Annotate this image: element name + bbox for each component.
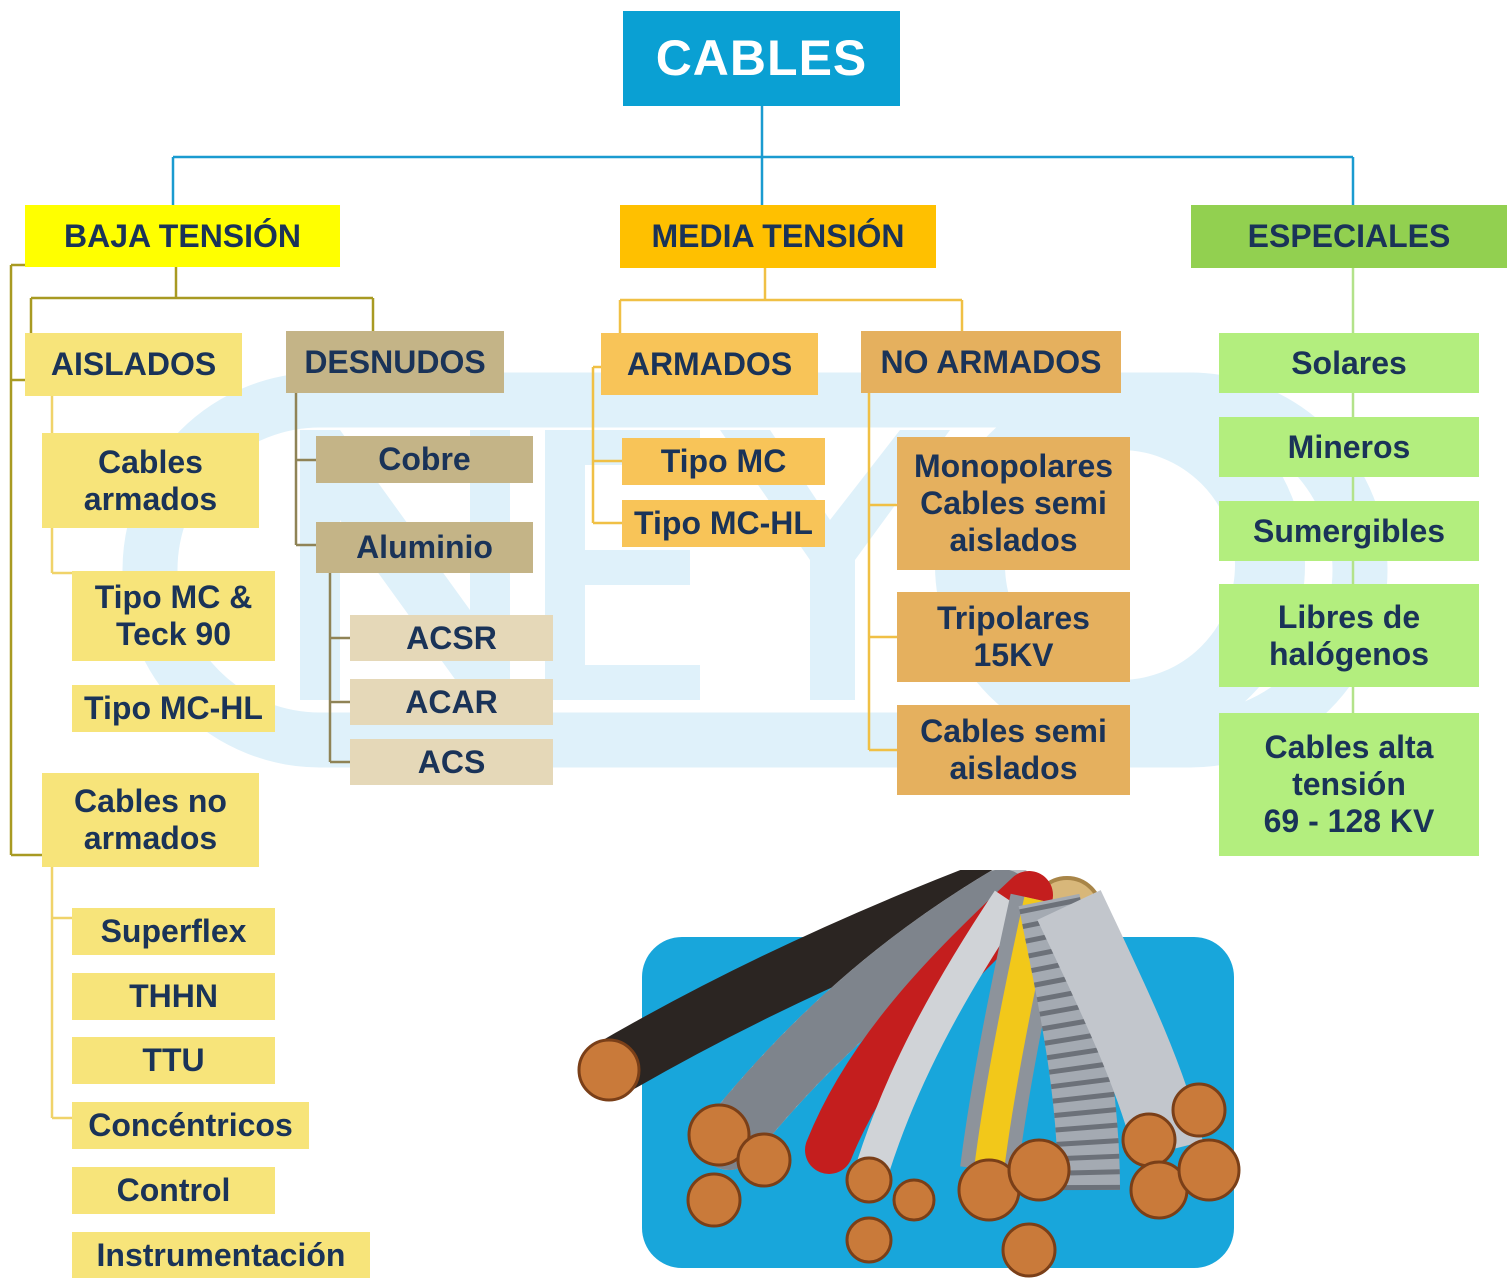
especiales-item-label: Cables alta tensión 69 - 128 KV — [1263, 729, 1435, 839]
cables-armados-label: Cables armados — [83, 443, 218, 517]
media-armados-label: ARMADOS — [626, 345, 793, 382]
no-armados-item: Instrumentación — [72, 1232, 370, 1278]
no-armados-item-label: TTU — [142, 1042, 205, 1079]
aluminio-node: Aluminio — [316, 522, 533, 573]
especiales-item-label: Libres de halógenos — [1268, 598, 1429, 672]
armados-item-label: Tipo MC-HL — [84, 690, 263, 727]
no-armados-item: Superflex — [72, 908, 275, 955]
media-no-armados-item: Monopolares Cables semi aislados — [897, 437, 1130, 570]
especiales-item-label: Solares — [1291, 344, 1407, 381]
cable-bundle-illustration — [577, 870, 1241, 1278]
no-armados-item: Control — [72, 1167, 275, 1214]
no-armados-item-label: Superflex — [100, 913, 247, 950]
cables-no-armados-label: Cables no armados — [74, 783, 227, 856]
media-tension-header: MEDIA TENSIÓN — [620, 205, 936, 268]
cobre-label: Cobre — [378, 441, 471, 478]
aluminio-item-label: ACS — [417, 743, 486, 780]
media-armados-item: Tipo MC-HL — [622, 500, 825, 547]
media-no-armados-item-label: Monopolares Cables semi aislados — [913, 448, 1114, 558]
no-armados-item-label: Instrumentación — [96, 1236, 346, 1273]
media-no-armados-node: NO ARMADOS — [861, 331, 1121, 393]
title-text: CABLES — [655, 29, 868, 86]
media-no-armados-item-label: Tripolares 15KV — [937, 600, 1090, 673]
especiales-item: Libres de halógenos — [1219, 584, 1479, 687]
aluminio-item: ACS — [350, 739, 553, 785]
baja-tension-label: BAJA TENSIÓN — [63, 217, 302, 254]
especiales-item: Cables alta tensión 69 - 128 KV — [1219, 713, 1479, 856]
cables-no-armados-node: Cables no armados — [42, 773, 259, 867]
especiales-item-label: Mineros — [1287, 428, 1411, 465]
especiales-item: Solares — [1219, 333, 1479, 393]
aluminio-item: ACAR — [350, 679, 553, 725]
media-armados-item-label: Tipo MC — [660, 443, 787, 480]
especiales-item-label: Sumergibles — [1252, 512, 1446, 549]
aluminio-label: Aluminio — [356, 529, 493, 566]
especiales-label: ESPECIALES — [1247, 218, 1451, 255]
armados-item: Tipo MC-HL — [72, 685, 275, 732]
aislados-label: AISLADOS — [50, 346, 217, 383]
media-no-armados-item: Cables semi aislados — [897, 705, 1130, 795]
desnudos-node: DESNUDOS — [286, 331, 504, 393]
baja-tension-header: BAJA TENSIÓN — [25, 205, 340, 267]
armados-item-label: Tipo MC & Teck 90 — [94, 579, 253, 652]
especiales-item: Mineros — [1219, 417, 1479, 477]
no-armados-item-label: Concéntricos — [88, 1107, 293, 1144]
title-box: CABLES — [623, 11, 900, 106]
no-armados-item: Concéntricos — [72, 1102, 309, 1149]
cobre-node: Cobre — [316, 436, 533, 483]
no-armados-item: THHN — [72, 973, 275, 1020]
aislados-node: AISLADOS — [25, 333, 242, 396]
aluminio-item-label: ACSR — [406, 619, 497, 656]
no-armados-item-label: Control — [116, 1172, 231, 1209]
media-tension-label: MEDIA TENSIÓN — [651, 218, 905, 255]
media-armados-item: Tipo MC — [622, 438, 825, 485]
media-armados-node: ARMADOS — [601, 333, 818, 395]
aluminio-item-label: ACAR — [405, 683, 498, 720]
media-no-armados-label: NO ARMADOS — [880, 343, 1102, 380]
media-no-armados-item: Tripolares 15KV — [897, 592, 1130, 682]
especiales-header: ESPECIALES — [1191, 205, 1507, 268]
media-armados-item-label: Tipo MC-HL — [634, 505, 813, 542]
aluminio-item: ACSR — [350, 615, 553, 661]
desnudos-label: DESNUDOS — [304, 343, 486, 380]
media-no-armados-item-label: Cables semi aislados — [920, 713, 1107, 786]
no-armados-item-label: THHN — [129, 978, 218, 1015]
cables-armados-node: Cables armados — [42, 433, 259, 528]
especiales-item: Sumergibles — [1219, 501, 1479, 561]
armados-item: Tipo MC & Teck 90 — [72, 571, 275, 661]
no-armados-item: TTU — [72, 1037, 275, 1084]
